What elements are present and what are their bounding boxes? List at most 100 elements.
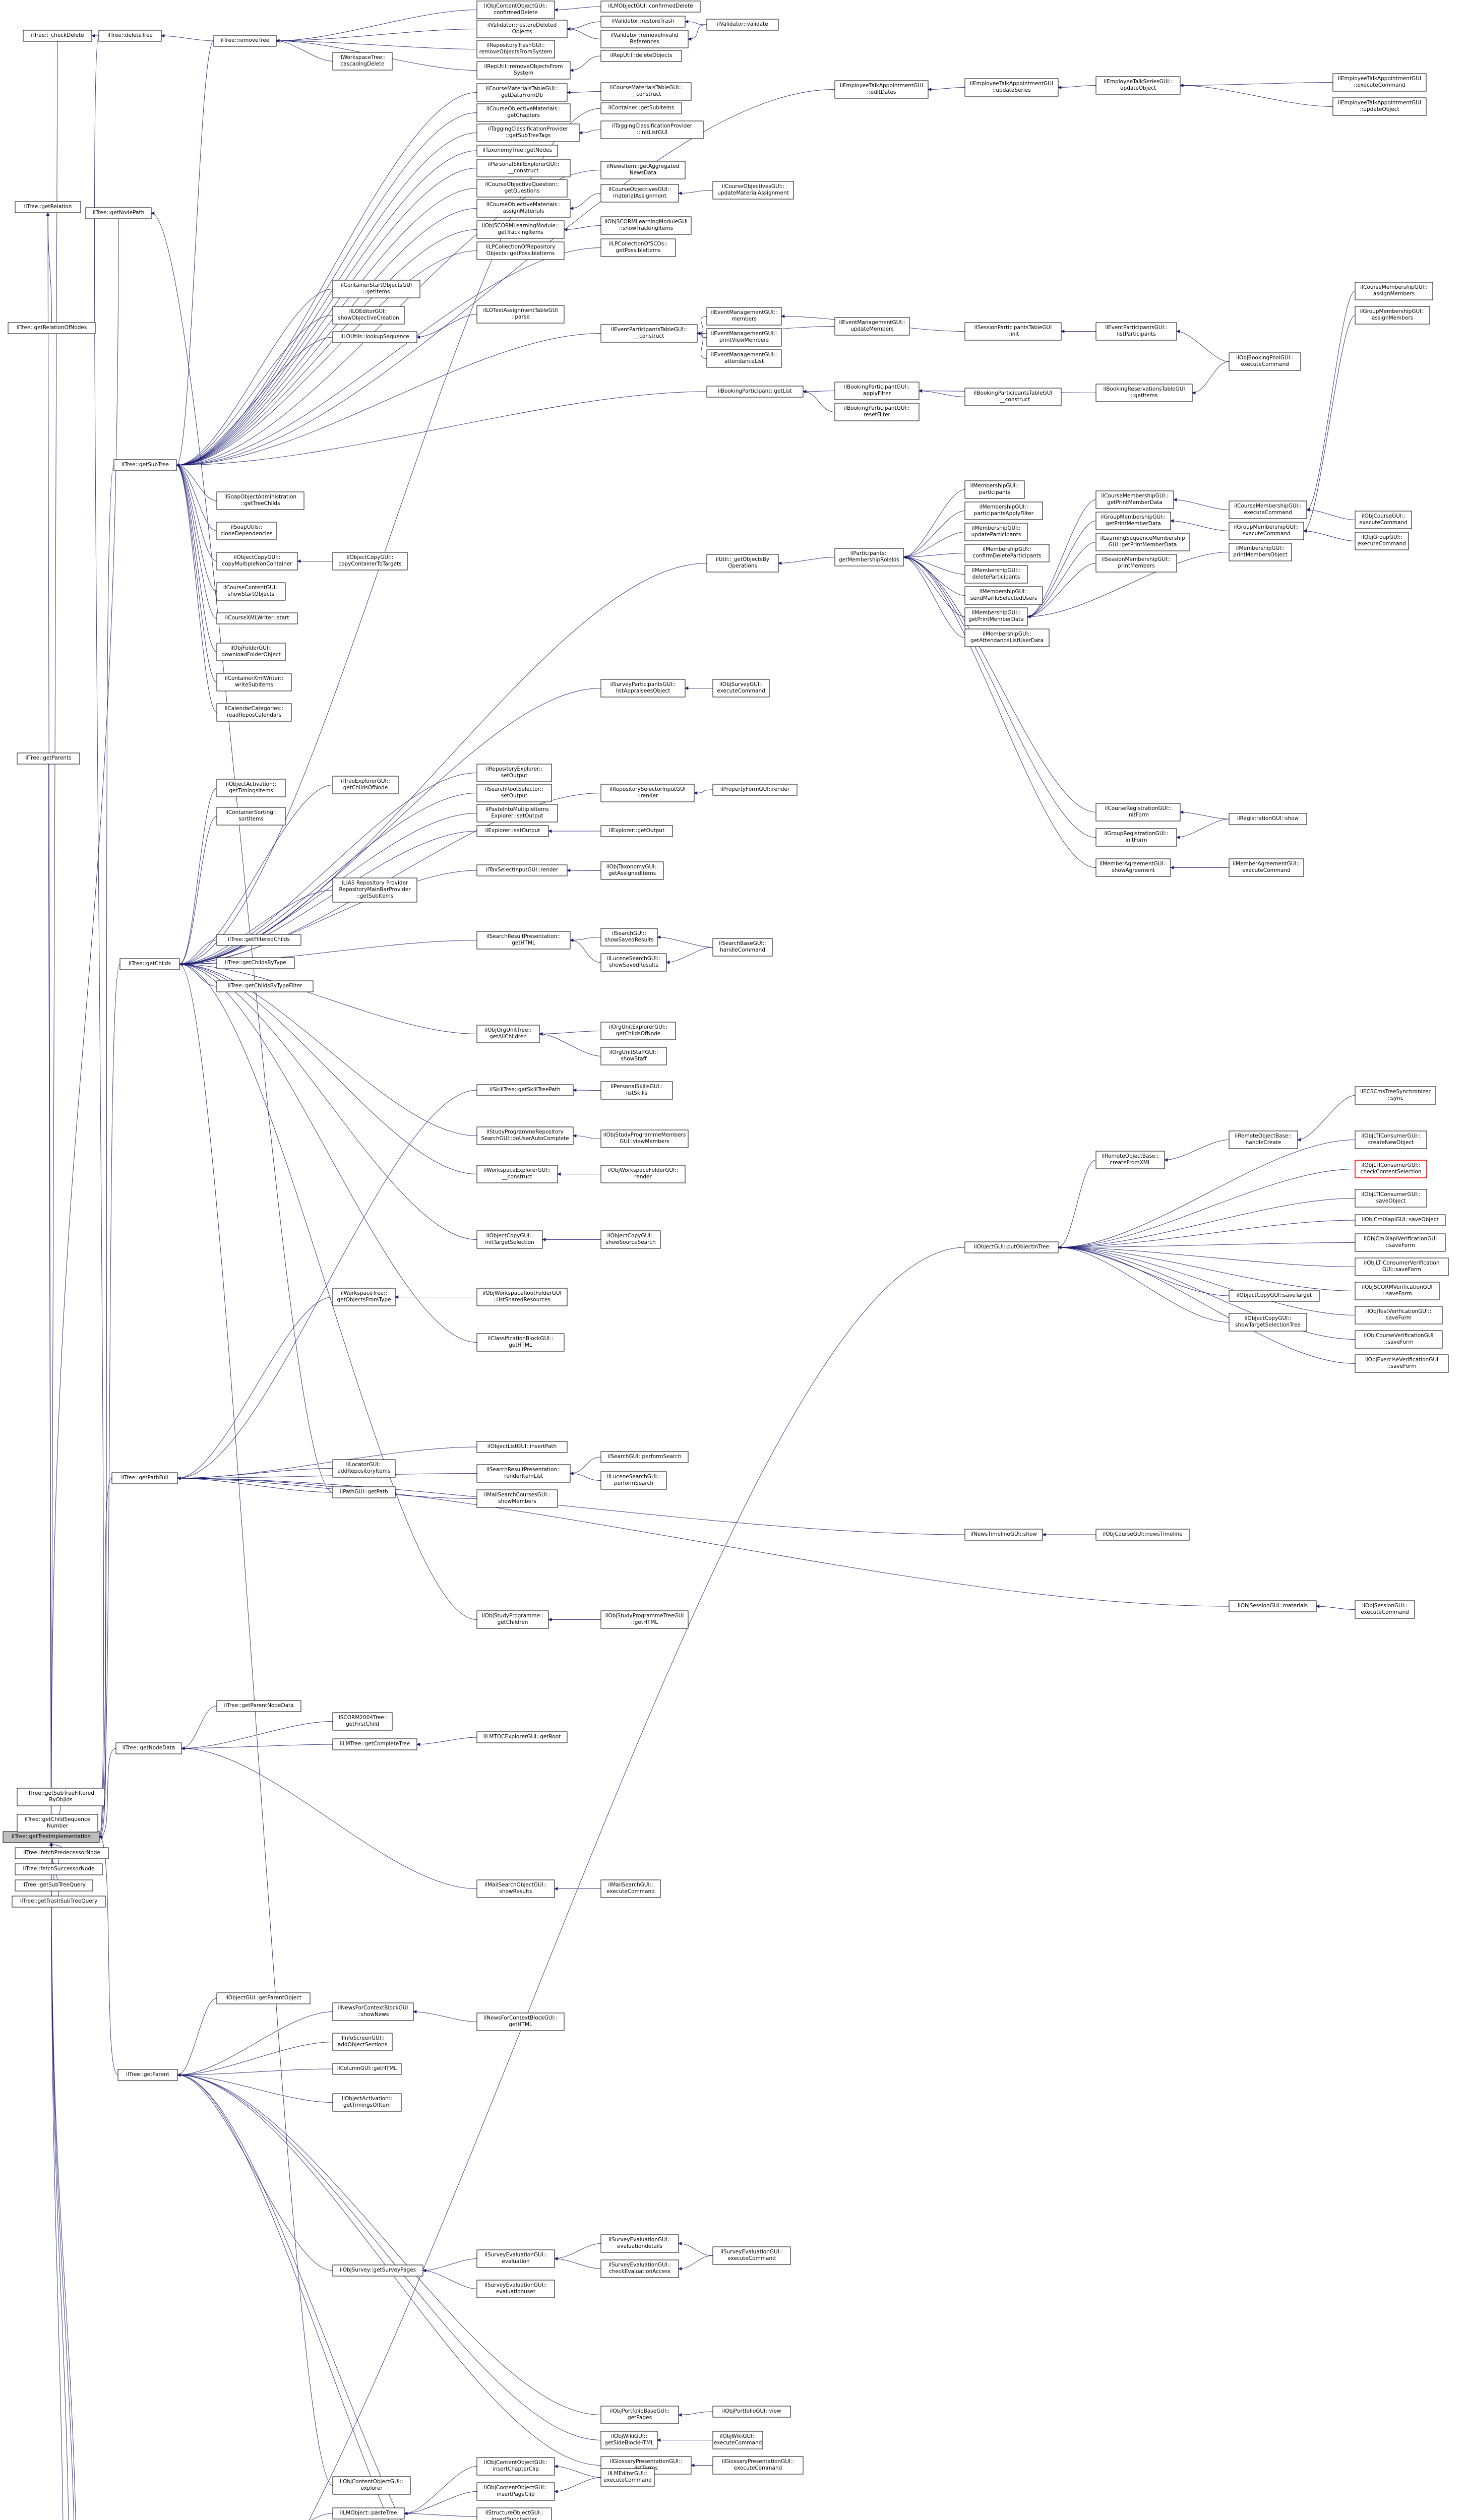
graph-node-box[interactable] [600, 1879, 661, 1898]
graph-node[interactable]: ilContainer::getSubItems [600, 102, 682, 114]
graph-node-box[interactable] [1095, 533, 1190, 551]
graph-node[interactable]: ilSurveyEvaluationGUI::executeCommand [712, 2246, 791, 2265]
graph-node-box[interactable] [600, 1, 701, 13]
graph-node[interactable]: ilObjTaxonomyGUI::getAssignedItems [600, 861, 664, 880]
graph-node-box[interactable] [964, 1529, 1043, 1541]
graph-node-box[interactable] [23, 30, 92, 42]
graph-node-box[interactable] [712, 679, 770, 698]
graph-node-box[interactable] [216, 934, 301, 946]
graph-node-box[interactable] [706, 307, 782, 326]
graph-node-box[interactable] [216, 522, 277, 540]
graph-node-box[interactable] [476, 83, 568, 102]
graph-node-box[interactable] [476, 804, 558, 823]
graph-node-box[interactable] [964, 586, 1043, 605]
graph-node[interactable]: ilBookingParticipant::getList [706, 386, 804, 398]
graph-node-box[interactable] [476, 199, 571, 218]
graph-node[interactable]: ilCourseXMLWriter::start [216, 612, 298, 624]
graph-node[interactable]: ilTree::getPathFull [111, 1472, 178, 1484]
graph-node[interactable]: ilObjectListGUI::insertPath [476, 1441, 568, 1453]
graph-node-box[interactable] [964, 388, 1062, 406]
graph-node[interactable]: ilMembershipGUI::participants [964, 480, 1025, 499]
graph-root-node[interactable]: ilTree::getTreeImplementation [3, 1831, 100, 1843]
graph-node[interactable]: ilMailSearchCoursesGUI::showMembers [476, 1489, 558, 1508]
graph-node[interactable]: ilContainerStartObjectsGUI::getItems [332, 280, 420, 298]
graph-node-box[interactable] [332, 2264, 423, 2277]
graph-node[interactable]: ilObjSCORMVerificationGUI::saveForm [1355, 1282, 1440, 1300]
graph-node[interactable]: ilMembershipGUI::confirmDeleteParticipan… [964, 544, 1050, 562]
graph-node[interactable]: ilTree::removeTree [213, 35, 277, 47]
graph-node[interactable]: ilObjCmiXapiVerificationGUI::saveForm [1355, 1233, 1446, 1252]
graph-node[interactable]: ilObjectCopyGUI::copyMultipleNonContaine… [216, 552, 298, 571]
graph-node[interactable]: ilContainerSorting::sortItems [216, 807, 286, 826]
graph-node[interactable]: ilMemberAgreementGUI::showAgreement [1095, 858, 1171, 877]
graph-node[interactable]: ilGroupMembershipGUI::assignMembers [1355, 306, 1430, 325]
graph-node-box[interactable] [216, 980, 314, 992]
graph-node-box[interactable] [15, 201, 81, 213]
graph-node-box[interactable] [476, 61, 571, 80]
graph-node-box[interactable] [476, 1879, 555, 1898]
graph-node-box[interactable] [476, 1165, 558, 1183]
graph-node[interactable]: ilEventManagementGUI::printViewMembers [706, 328, 782, 347]
graph-node-box[interactable] [706, 328, 782, 347]
graph-node[interactable]: ilLuceneSearchGUI::showSavedResults [600, 953, 667, 972]
graph-node[interactable]: ilObjLTIConsumerGUI::createNewObject [1355, 1130, 1427, 1149]
graph-node[interactable]: ilRegistrationGUI::show [1229, 813, 1307, 825]
graph-node-box[interactable] [1355, 1233, 1446, 1252]
graph-node-box[interactable] [216, 1992, 311, 2004]
graph-node[interactable]: ilObjLTIConsumerGUI::saveObject [1355, 1189, 1427, 1208]
graph-node[interactable]: ilSoapObjectAdministration::getTreeChild… [216, 491, 304, 510]
graph-node-box[interactable] [1355, 306, 1430, 325]
graph-node-box[interactable] [600, 825, 673, 837]
graph-node[interactable]: ilTree::_checkDelete [23, 30, 92, 42]
graph-node[interactable]: ilTree::getRelationOfNodes [8, 322, 96, 334]
graph-node[interactable]: ilWorkspaceExplorerGUI::__construct [476, 1165, 558, 1183]
graph-node-box[interactable] [1355, 532, 1409, 550]
graph-node-box[interactable] [117, 2069, 178, 2081]
graph-node[interactable]: ilPersonalSkillExplorerGUI::__construct [476, 159, 571, 177]
graph-node-box[interactable] [476, 123, 580, 142]
graph-node-box[interactable] [1229, 1313, 1307, 1332]
graph-node[interactable]: ilCourseMembershipGUI::getPrintMemberDat… [1095, 490, 1174, 509]
graph-node[interactable]: ilEmployeeTalkSeriesGUI::updateObject [1095, 76, 1181, 95]
graph-node-box[interactable] [600, 30, 689, 48]
graph-node[interactable]: ilECSCmsTreeSynchronizer::sync [1355, 1086, 1436, 1105]
graph-node-box[interactable] [1355, 1330, 1443, 1349]
graph-node[interactable]: ilPathGUI::getPath [332, 1486, 396, 1498]
graph-node[interactable]: ilStructureObjectGUI::insertSubchapter [476, 2507, 552, 2520]
graph-node-box[interactable] [476, 220, 565, 239]
graph-node[interactable]: ilTree::fetchSuccessorNode [15, 1863, 103, 1875]
graph-node-box[interactable] [1229, 522, 1304, 540]
graph-node-box[interactable] [332, 52, 393, 71]
graph-node[interactable]: ilMembershipGUI::getPrintMemberData [964, 607, 1028, 626]
graph-node-box[interactable] [115, 1742, 182, 1754]
graph-node-box[interactable] [1355, 282, 1433, 300]
graph-node[interactable]: ilEmployeeTalkAppointmentGUI::editDates [834, 80, 929, 99]
graph-node-box[interactable] [15, 1847, 109, 1859]
graph-node[interactable]: ilSearchRootSelector::setOutput [476, 784, 552, 802]
graph-node[interactable]: ilObjectCopyGUI::initTargetSelection [476, 1230, 543, 1249]
graph-node-box[interactable] [332, 2093, 402, 2112]
graph-node[interactable]: ilMembershipGUI::participantsApplyFilter [964, 501, 1043, 520]
graph-node[interactable]: ilObjSCORMLearningModuleGUI::showTrackin… [600, 216, 692, 235]
graph-node-box[interactable] [1095, 322, 1177, 341]
graph-node[interactable]: ilTaxonomyTree::getNodes [476, 145, 558, 157]
graph-node[interactable]: ilTaggingClassificationProvider::getSubT… [476, 123, 580, 142]
graph-node[interactable]: ilClassificationBlockGUI::getHTML [476, 1333, 565, 1352]
graph-node[interactable]: ilCourseObjectivesGUI::updateMaterialAss… [712, 181, 794, 200]
graph-node-box[interactable] [216, 673, 292, 691]
graph-node-box[interactable] [476, 1610, 549, 1629]
graph-node[interactable]: ilSearchResultPresentation::getHTML [476, 931, 571, 950]
graph-node-box[interactable] [332, 552, 408, 571]
graph-node[interactable]: ilObjPortfolioBaseGUI::getPages [600, 2406, 679, 2424]
graph-node-box[interactable] [476, 20, 568, 38]
graph-node-box[interactable] [216, 643, 286, 661]
graph-node[interactable]: ilGroupRegistrationGUI::initForm [1095, 828, 1177, 847]
graph-node[interactable]: ilParticipants::getMembershipRoleIds [834, 548, 904, 566]
graph-node-box[interactable] [476, 2507, 552, 2520]
graph-node[interactable]: ilLOTestAssignmentTableGUI::parse [476, 305, 565, 324]
graph-node[interactable]: ilObjectCopyGUI::showTargetSelectionTree [1229, 1313, 1307, 1332]
graph-node[interactable]: ilObjectCopyGUI::showSourceSearch [600, 1230, 661, 1249]
graph-node-box[interactable] [476, 1333, 565, 1352]
graph-node-box[interactable] [712, 181, 794, 200]
graph-node-box[interactable] [600, 324, 698, 343]
